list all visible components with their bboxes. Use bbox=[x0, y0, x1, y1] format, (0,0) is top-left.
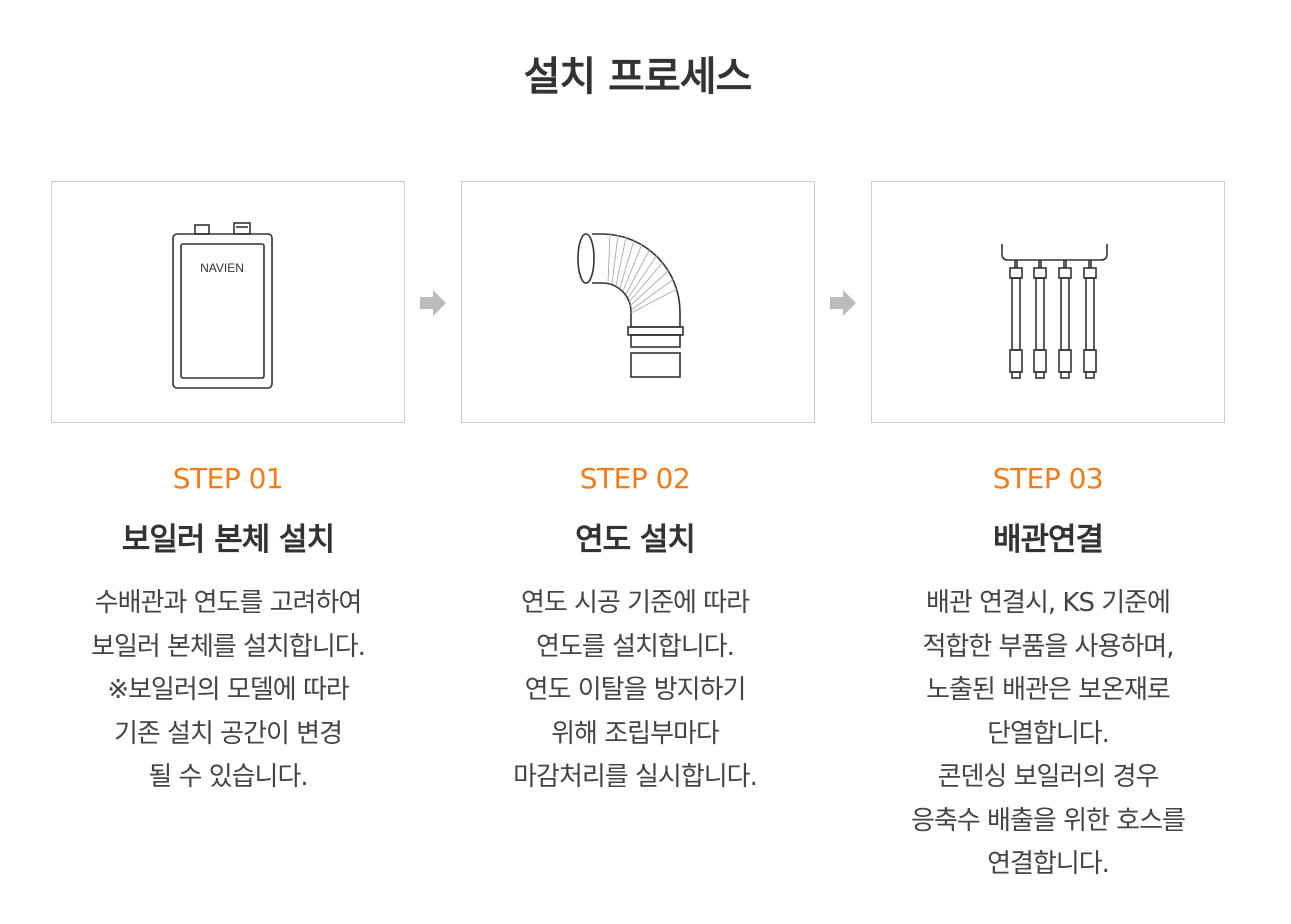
pipe-connection-icon bbox=[1001, 244, 1108, 379]
page-title: 설치 프로세스 bbox=[523, 54, 753, 100]
description-line: 노출된 배관은 보온재로 bbox=[926, 675, 1171, 705]
description-line: 콘덴싱 보일러의 경우 bbox=[937, 762, 1160, 792]
arrow-right-icon bbox=[420, 290, 446, 316]
description-line: 적합한 부품을 사용하며, bbox=[922, 631, 1175, 662]
step-01-title: 보일러 본체 설치 bbox=[121, 522, 335, 558]
description-line: 연도를 설치합니다. bbox=[536, 631, 735, 662]
step-03-title: 배관연결 bbox=[992, 522, 1104, 558]
description-line: 수배관과 연도를 고려하여 bbox=[94, 588, 363, 618]
arrow-right-icon bbox=[830, 290, 856, 316]
description-line: 될 수 있습니다. bbox=[148, 762, 308, 792]
description-line: 기존 설치 공간이 변경 bbox=[113, 718, 343, 749]
description-line: 응축수 배출을 위한 호스를 bbox=[911, 805, 1186, 836]
description-line: 연결합니다. bbox=[987, 849, 1110, 879]
step-01-card: NAVIEN bbox=[51, 181, 405, 423]
description-line: 배관 연결시, KS 기준에 bbox=[926, 588, 1171, 618]
step-01-description: 수배관과 연도를 고려하여 보일러 본체를 설치합니다. ※보일러의 모델에 따… bbox=[28, 582, 428, 800]
description-line: 단열합니다. bbox=[987, 718, 1110, 749]
step-02-title: 연도 설치 bbox=[575, 522, 696, 558]
step-03-card bbox=[871, 181, 1225, 423]
brand-logo-text: NAVIEN bbox=[200, 261, 244, 275]
step-02-description: 연도 시공 기준에 따라 연도를 설치합니다. 연도 이탈을 방지하기 위해 조… bbox=[435, 582, 835, 800]
description-line: 보일러 본체를 설치합니다. bbox=[91, 631, 366, 662]
description-line: 연도 이탈을 방지하기 bbox=[524, 675, 747, 705]
description-line: ※보일러의 모델에 따라 bbox=[107, 675, 350, 705]
step-01-label: STEP 01 bbox=[172, 462, 284, 495]
description-line: 마감처리를 실시합니다. bbox=[513, 762, 758, 792]
flue-pipe-icon bbox=[577, 233, 684, 378]
step-03-label: STEP 03 bbox=[992, 462, 1104, 495]
description-line: 위해 조립부마다 bbox=[551, 718, 720, 749]
boiler-icon: NAVIEN bbox=[172, 222, 273, 389]
step-02-label: STEP 02 bbox=[579, 462, 691, 495]
step-02-card bbox=[461, 181, 815, 423]
step-03-description: 배관 연결시, KS 기준에 적합한 부품을 사용하며, 노출된 배관은 보온재… bbox=[848, 582, 1248, 887]
description-line: 연도 시공 기준에 따라 bbox=[520, 588, 750, 618]
